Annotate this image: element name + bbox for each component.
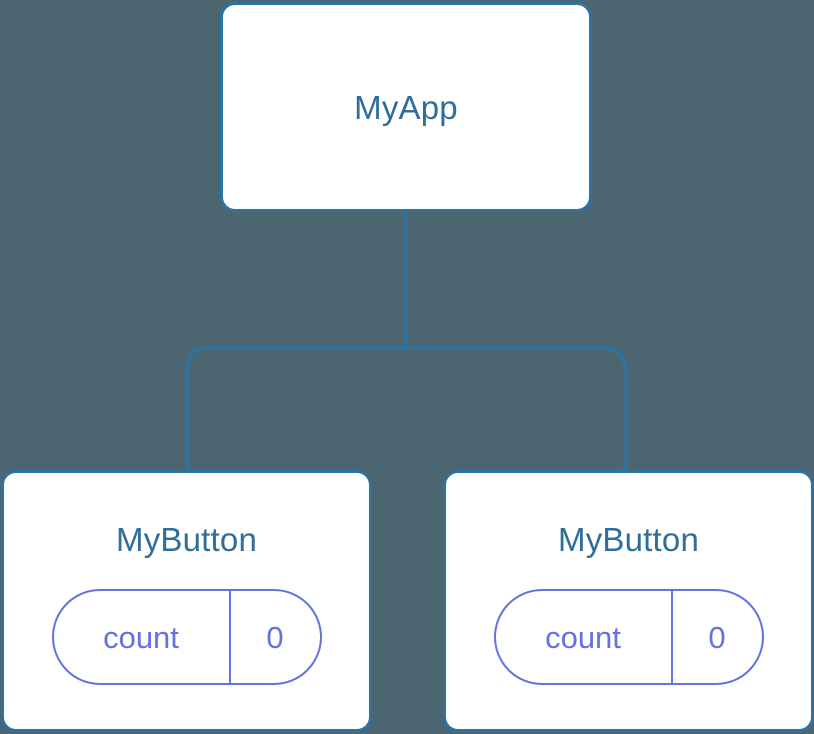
node-mybutton-0[interactable]: MyButton count 0	[1, 470, 372, 732]
node-mybutton-1[interactable]: MyButton count 0	[443, 470, 814, 732]
state-value-label: 0	[708, 619, 726, 655]
connector-branch	[185, 346, 627, 470]
state-key-cell: count	[496, 591, 673, 683]
node-title: MyButton	[116, 521, 257, 558]
node-myapp[interactable]: MyApp	[220, 2, 592, 212]
state-key-label: count	[545, 619, 621, 655]
state-key-label: count	[103, 619, 179, 655]
state-pill[interactable]: count 0	[493, 589, 764, 685]
state-value-label: 0	[266, 619, 284, 655]
node-title: MyButton	[558, 521, 699, 558]
node-title: MyApp	[354, 88, 458, 126]
state-value-cell: 0	[673, 591, 762, 683]
state-pill[interactable]: count 0	[51, 589, 322, 685]
state-key-cell: count	[54, 591, 231, 683]
state-value-cell: 0	[231, 591, 320, 683]
